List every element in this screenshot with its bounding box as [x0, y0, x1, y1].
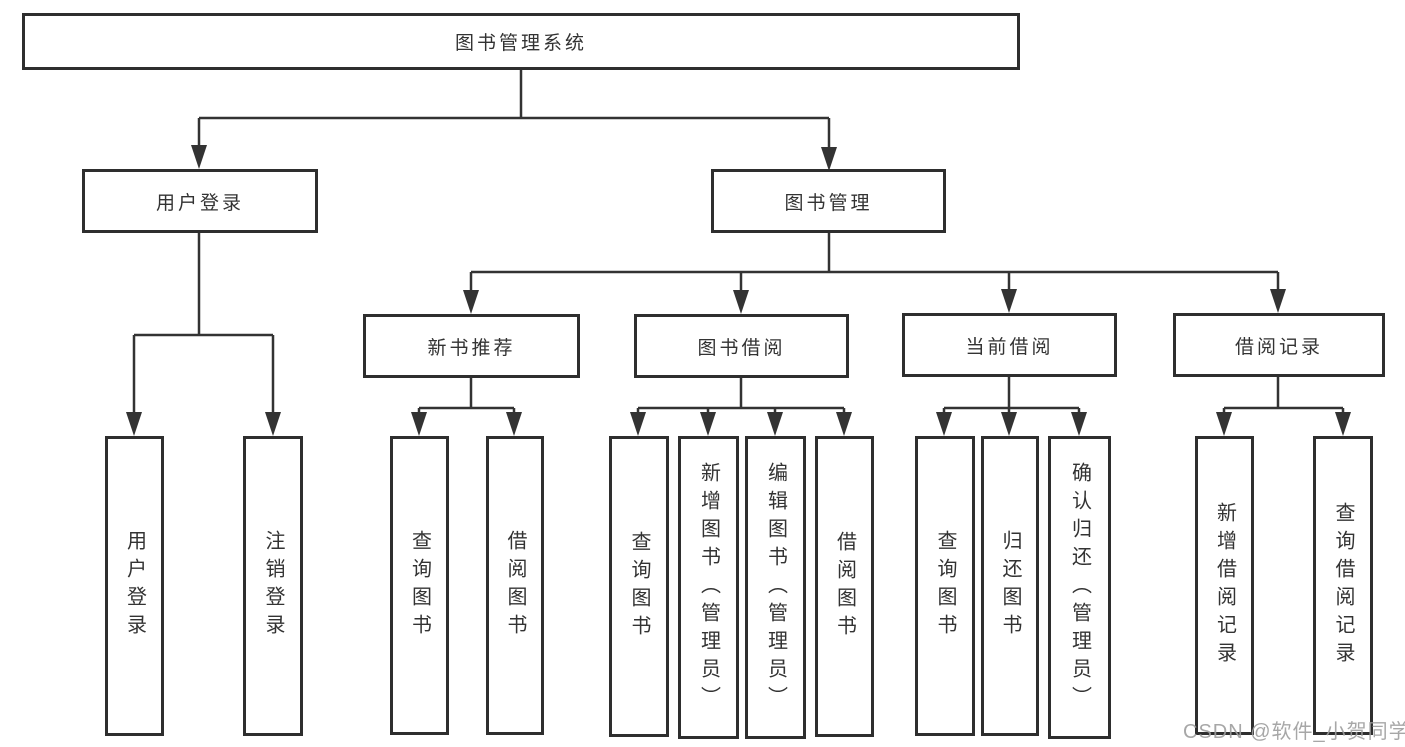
node-current-borrowing: 当前借阅 [902, 313, 1117, 377]
node-label: 用户登录 [123, 530, 146, 642]
node-label: 图书借阅 [697, 337, 786, 359]
leaf-confirm-return-admin: 确认归还（管理员） [1048, 436, 1111, 739]
node-label: 当前借阅 [965, 336, 1054, 358]
node-label: 确认归还（管理员） [1068, 461, 1091, 714]
node-label: 借阅记录 [1234, 336, 1323, 358]
node-label: 注销登录 [262, 530, 284, 642]
leaf-return-books: 归还图书 [981, 436, 1039, 736]
leaf-query-books-recommend: 查询图书 [390, 436, 449, 735]
node-label: 查询图书 [628, 530, 650, 643]
node-label: 新增图书（管理员） [697, 461, 720, 714]
node-label: 图书管理 [784, 192, 873, 214]
node-book-management: 图书管理 [711, 169, 946, 233]
node-label: 图书管理系统 [454, 33, 587, 54]
node-user-login: 用户登录 [82, 169, 318, 233]
node-label: 查询借阅记录 [1332, 501, 1354, 670]
leaf-add-borrow-record: 新增借阅记录 [1195, 436, 1254, 735]
arrowheads [126, 145, 1351, 436]
node-label: 借阅图书 [504, 529, 526, 642]
node-label: 借阅图书 [833, 530, 856, 643]
node-label: 查询图书 [408, 529, 431, 642]
node-label: 用户登录 [155, 192, 244, 214]
node-new-book-recommend: 新书推荐 [363, 314, 580, 378]
leaf-user-login: 用户登录 [105, 436, 164, 736]
node-borrowing-records: 借阅记录 [1173, 313, 1385, 377]
node-label: 新增借阅记录 [1213, 501, 1236, 670]
csdn-watermark: CSDN @软件_小贺同学 [1183, 721, 1405, 743]
leaf-query-books-current: 查询图书 [915, 436, 975, 736]
node-label: 查询图书 [934, 530, 956, 642]
leaf-borrow-books-borrowing: 借阅图书 [815, 436, 874, 737]
leaf-edit-book-admin: 编辑图书（管理员） [745, 436, 806, 739]
node-label: 编辑图书（管理员） [764, 461, 787, 714]
leaf-add-book-admin: 新增图书（管理员） [678, 436, 739, 739]
node-book-borrowing: 图书借阅 [634, 314, 849, 378]
leaf-logout: 注销登录 [243, 436, 303, 736]
leaf-borrow-books-recommend: 借阅图书 [486, 436, 544, 735]
leaf-query-borrow-record: 查询借阅记录 [1313, 436, 1373, 735]
node-library-management-system: 图书管理系统 [22, 13, 1020, 70]
node-label: 新书推荐 [427, 337, 516, 359]
leaf-query-books-borrowing: 查询图书 [609, 436, 669, 737]
node-label: 归还图书 [999, 530, 1021, 642]
